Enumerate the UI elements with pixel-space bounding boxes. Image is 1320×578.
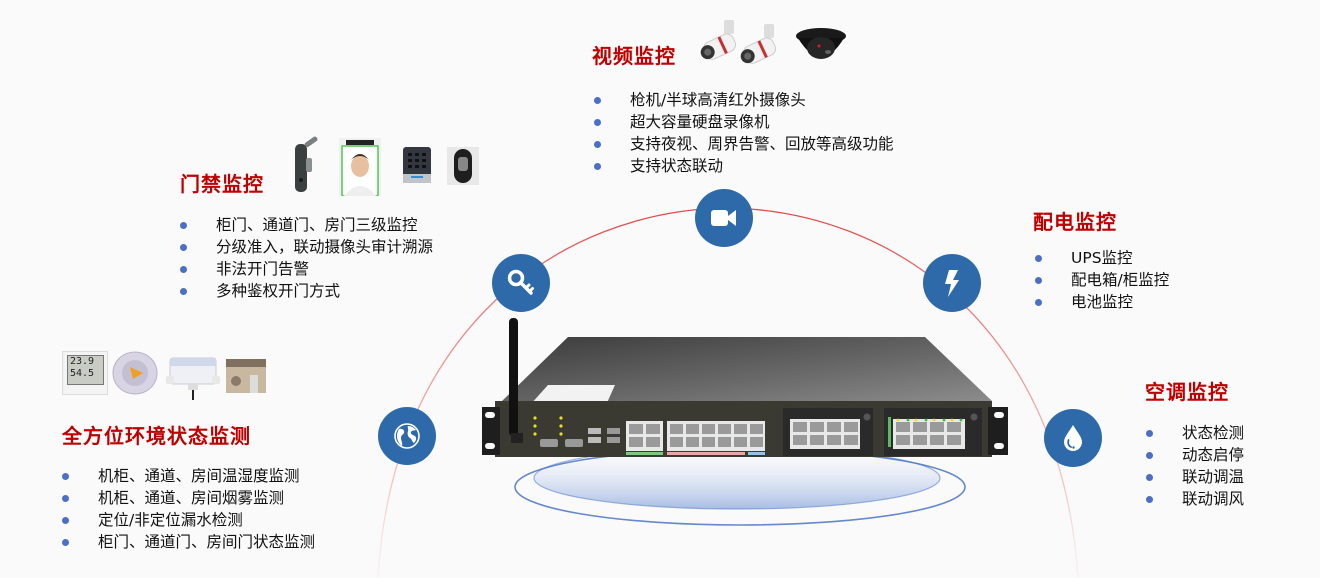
bullet-icon [1035,299,1042,306]
bullet-icon [1146,496,1153,503]
bullet-camera-image [700,20,736,60]
list-item: 状态检测 [1146,422,1244,444]
bullet-icon [180,222,187,229]
list-item: 柜门、通道门、房门三级监控 [180,214,433,236]
sensor-display: 23.9 54.5 [67,355,104,385]
access-feature-list: 柜门、通道门、房门三级监控 分级准入，联动摄像头审计溯源 非法开门告警 多种鉴权… [180,214,433,302]
water-drop-icon [1064,425,1082,451]
list-item: 枪机/半球高清红外摄像头 [594,89,894,111]
bullet-icon [1035,255,1042,262]
fingerprint-reader-image [447,147,479,185]
lightning-icon [945,270,959,297]
water-drop-icon-badge [1044,409,1102,467]
list-item: 联动调温 [1146,466,1244,488]
bullet-icon [62,495,69,502]
list-item: 配电箱/柜监控 [1035,269,1169,291]
environment-feature-list: 机柜、通道、房间温湿度监测 机柜、通道、房间烟雾监测 定位/非定位漏水检测 柜门… [62,465,315,553]
keypad-reader-image [403,147,431,183]
list-item: 支持夜视、周界告警、回放等高级功能 [594,133,894,155]
video-camera-icon-badge [695,189,753,247]
lightning-icon-badge [923,254,981,312]
bullet-icon [594,141,601,148]
aircon-feature-list: 状态检测 动态启停 联动调温 联动调风 [1146,422,1244,510]
list-item: 柜门、通道门、房间门状态监测 [62,531,315,553]
bullet-icon [62,539,69,546]
bullet-icon [1146,474,1153,481]
bullet-camera-image [740,24,776,64]
list-item: 机柜、通道、房间温湿度监测 [62,465,315,487]
bullet-icon [594,119,601,126]
dome-camera-image [796,28,846,59]
door-magnetic-sensor-image [226,359,266,393]
list-item: 超大容量硬盘录像机 [594,111,894,133]
list-item: UPS监控 [1035,247,1169,269]
bullet-icon [180,266,187,273]
key-icon-badge [492,254,550,312]
bullet-icon [1146,430,1153,437]
list-item: 支持状态联动 [594,155,894,177]
smoke-detector-image [112,351,158,395]
bullet-icon [62,517,69,524]
bullet-icon [594,163,601,170]
bullet-icon [62,473,69,480]
video-feature-list: 枪机/半球高清红外摄像头 超大容量硬盘录像机 支持夜视、周界告警、回放等高级功能… [594,89,894,177]
bullet-icon [180,244,187,251]
power-feature-list: UPS监控 配电箱/柜监控 电池监控 [1035,247,1169,313]
key-icon [507,269,534,295]
bullet-icon [594,97,601,104]
list-item: 定位/非定位漏水检测 [62,509,315,531]
list-item: 非法开门告警 [180,258,433,280]
video-camera-icon [711,210,736,226]
video-section-title: 视频监控 [592,44,676,68]
device-image [482,318,1008,457]
globe-icon-badge [378,407,436,465]
cabinet-lock-image [295,136,318,192]
water-leak-sensor-image [166,357,220,400]
globe-icon [394,423,420,449]
list-item: 分级准入，联动摄像头审计溯源 [180,236,433,258]
list-item: 电池监控 [1035,291,1169,313]
bullet-icon [1146,452,1153,459]
face-recognition-terminal-image [339,138,381,196]
bullet-icon [180,288,187,295]
environment-section-title: 全方位环境状态监测 [62,424,251,448]
access-section-title: 门禁监控 [180,172,264,196]
bullet-icon [1035,277,1042,284]
list-item: 联动调风 [1146,488,1244,510]
temp-humidity-sensor-image: 23.9 54.5 [62,351,108,395]
list-item: 机柜、通道、房间烟雾监测 [62,487,315,509]
power-section-title: 配电监控 [1033,210,1117,234]
list-item: 多种鉴权开门方式 [180,280,433,302]
aircon-section-title: 空调监控 [1145,380,1229,404]
list-item: 动态启停 [1146,444,1244,466]
